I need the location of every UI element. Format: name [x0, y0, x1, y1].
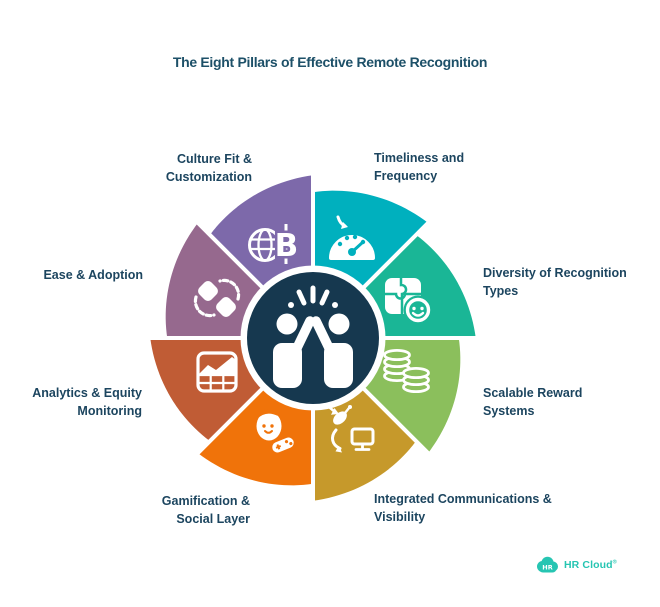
label-integrated: Integrated Communications & Visibility [374, 492, 552, 524]
wheel-separators [136, 161, 490, 515]
trademark-symbol: ® [612, 559, 617, 566]
coins-icon [383, 348, 430, 393]
label-ease: Ease & Adoption [43, 268, 143, 282]
segment-separator [186, 376, 275, 465]
gamer-icon [256, 409, 296, 455]
label-analytics: Analytics & Equity Monitoring [32, 386, 142, 418]
hrcloud-cloud-icon: HR [537, 556, 558, 573]
label-culture: Culture Fit & Customization [165, 152, 252, 184]
page-title: The Eight Pillars of Effective Remote Re… [172, 54, 488, 70]
svg-text:B: B [275, 228, 299, 264]
label-diversity: Diversity of Recognition Types [483, 266, 627, 298]
label-gamification: Gamification & Social Layer [161, 494, 250, 526]
segment-separator [351, 211, 440, 300]
high-five-icon [273, 285, 353, 388]
speedometer-icon [329, 215, 375, 260]
exchange-gears-icon [193, 278, 241, 318]
segment-separator [351, 376, 440, 465]
segment-separator [186, 211, 275, 300]
label-scalable: Scalable Reward Systems [483, 386, 583, 418]
hrcloud-logo-text: HR Cloud® [564, 559, 617, 571]
hrcloud-logo: HR HR Cloud® [535, 555, 617, 575]
satellite-monitor-icon [327, 405, 375, 453]
svg-text:HR: HR [542, 564, 552, 572]
globe-currency-icon: B [248, 224, 301, 267]
chart-grid-icon [196, 351, 238, 393]
puzzle-smiley-icon [385, 278, 433, 325]
center-badge [240, 265, 386, 411]
label-timeliness: Timeliness and Frequency [374, 151, 465, 183]
